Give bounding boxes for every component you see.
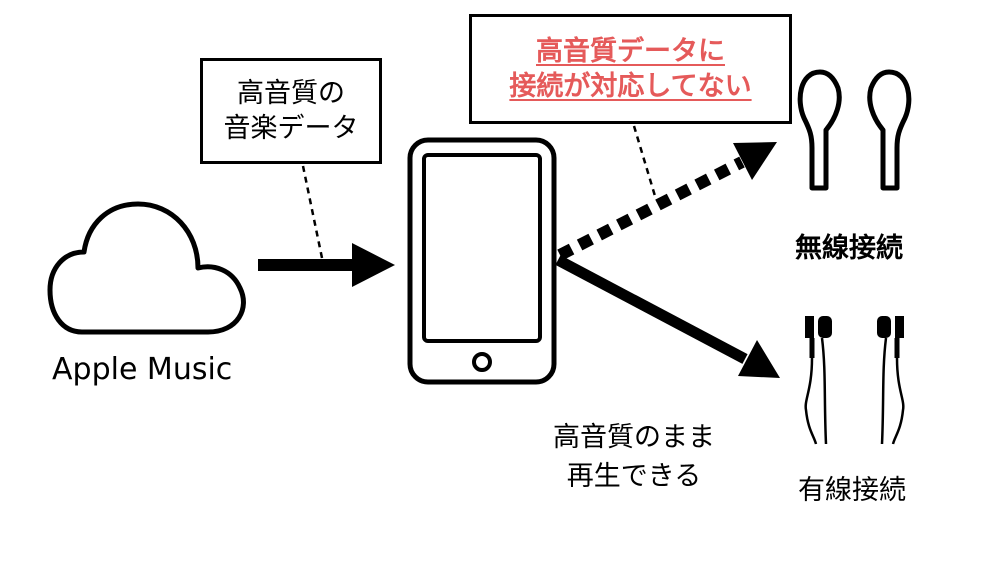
wired-label: 有線接続 — [798, 475, 906, 506]
smartphone-icon — [407, 137, 557, 385]
wired-note-line-2: 再生できる — [566, 461, 702, 493]
arrow-phone-to-wired — [555, 255, 780, 378]
wireless-earbuds-icon — [797, 69, 912, 191]
note-box-line-1: 高音質の — [237, 77, 345, 109]
music-data-note-box: 高音質の 音楽データ — [200, 58, 382, 164]
warning-box-line-1: 高音質データに — [536, 35, 725, 67]
warning-box-line-2: 接続が対応してない — [509, 71, 752, 102]
cloud-icon — [47, 201, 246, 335]
wired-quality-note: 高音質のまま 再生できる — [553, 418, 715, 496]
wireless-label: 無線接続 — [795, 233, 903, 264]
warning-pointer-line — [632, 125, 657, 197]
wired-earphones-icon — [804, 316, 905, 445]
note-box-line-2: 音楽データ — [223, 113, 359, 144]
arrow-cloud-to-phone — [258, 243, 395, 287]
arrow-phone-to-wireless — [557, 142, 777, 261]
note-pointer-line — [301, 165, 324, 259]
wireless-warning-box: 高音質データに 接続が対応してない — [469, 14, 792, 124]
source-label: Apple Music — [52, 352, 233, 387]
wired-note-line-1: 高音質のまま — [553, 422, 715, 453]
